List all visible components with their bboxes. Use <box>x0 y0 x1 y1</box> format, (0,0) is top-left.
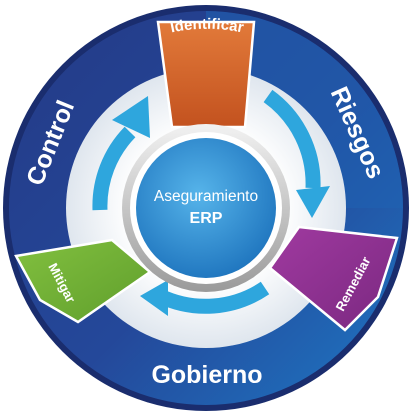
stage-identificar-label: Identificar <box>169 16 246 37</box>
center-subtitle: ERP <box>190 210 223 227</box>
center-hub: Aseguramiento ERP <box>122 124 290 292</box>
cycle-arrow-icon <box>112 96 330 316</box>
ring-word-gobierno: Gobierno <box>151 361 262 389</box>
stage-remediar[interactable]: Remediar <box>268 225 399 332</box>
cycle-arrow-icon <box>92 89 321 314</box>
stage-mitigar[interactable]: Mitigar <box>14 238 153 324</box>
center-title: Aseguramiento <box>154 188 258 205</box>
stage-identificar[interactable]: Identificar <box>156 16 256 129</box>
